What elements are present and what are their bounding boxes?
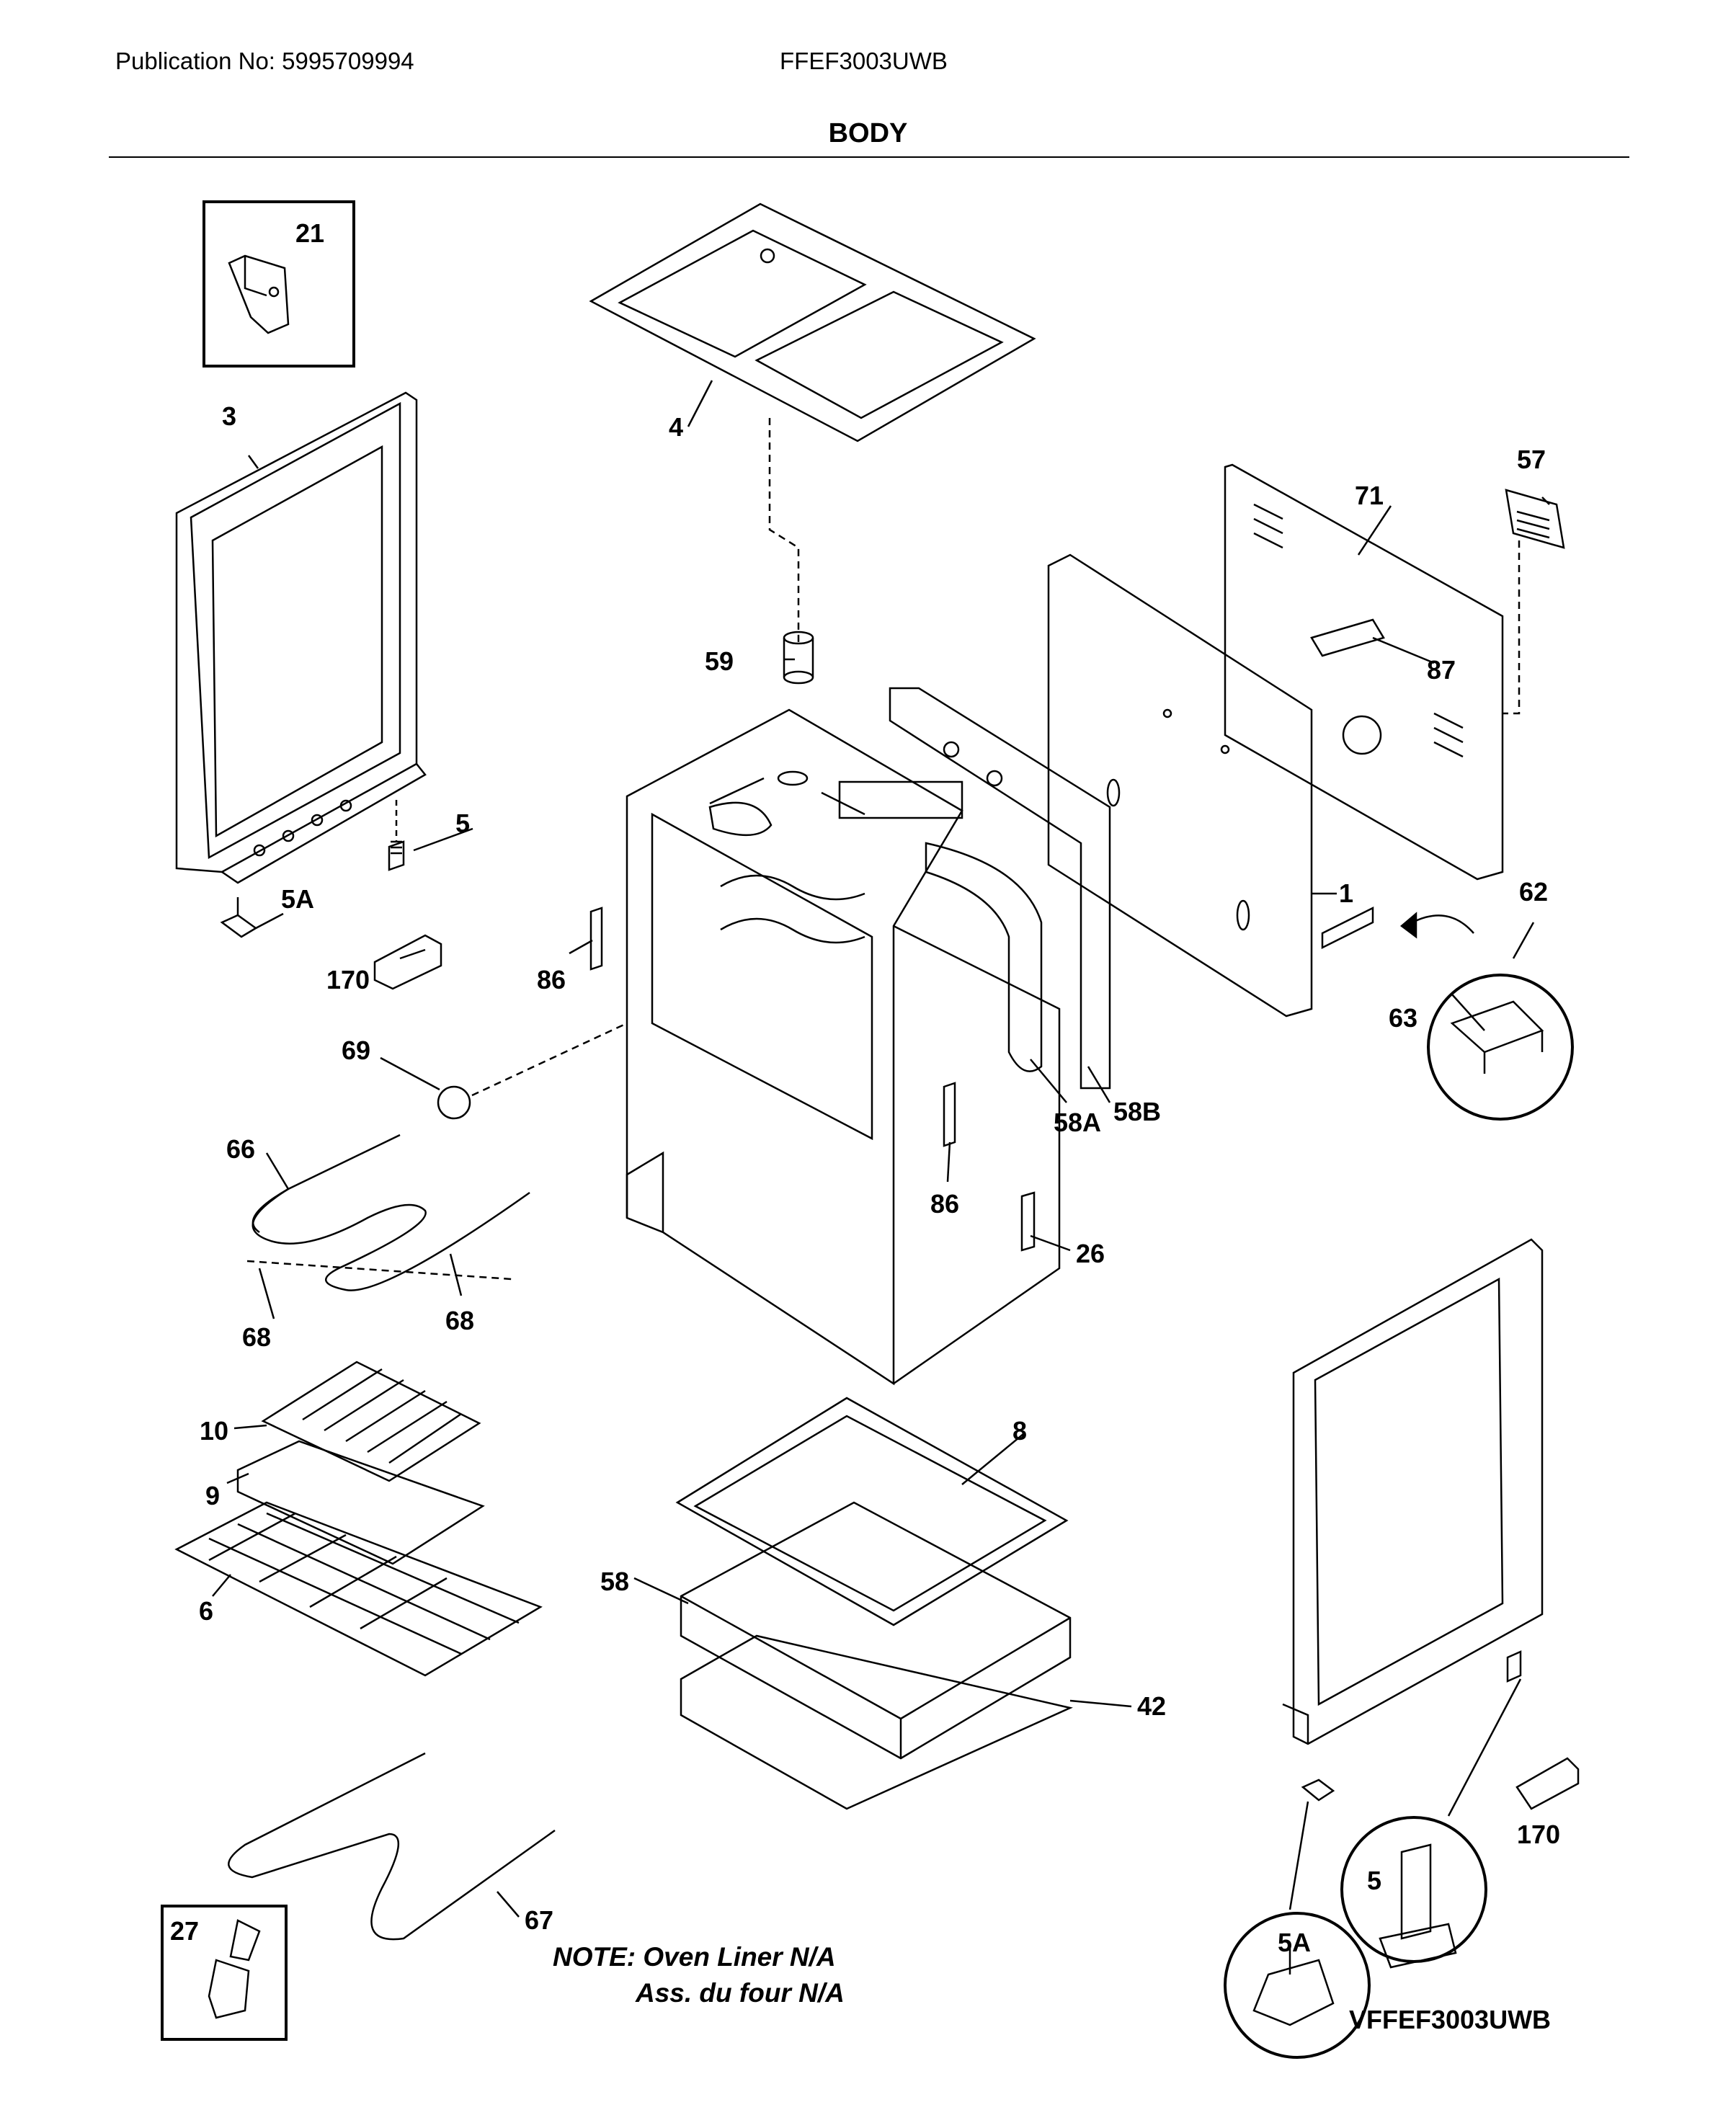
- header-divider: [109, 156, 1629, 158]
- arrow-head-62: [1399, 912, 1417, 939]
- callout-labels: 21 3 4 57 71 59 87 5 5A 170 86 1 62 63 6…: [170, 218, 1560, 1957]
- part-5-leveling-leg-right: [1506, 1650, 1522, 1683]
- callout-4: 4: [669, 412, 683, 442]
- callout-87: 87: [1427, 655, 1456, 685]
- callout-10: 10: [200, 1416, 228, 1446]
- part-86-bracket-left: [589, 907, 603, 971]
- part-6-oven-rack: [174, 1501, 543, 1677]
- part-42-bottom-tray: [680, 1634, 1073, 1810]
- callout-58b: 58B: [1113, 1097, 1161, 1126]
- callout-86-left: 86: [537, 965, 566, 994]
- part-62-terminal-block: [1321, 906, 1574, 1121]
- callout-5-bottom: 5: [1367, 1866, 1381, 1895]
- part-5-detail-leg: [1379, 1843, 1457, 1969]
- callout-3: 3: [222, 401, 236, 431]
- callout-62: 62: [1519, 877, 1548, 907]
- part-86-bracket-middle: [943, 1082, 956, 1147]
- part-5a-detail-bracket: [1252, 1946, 1335, 2026]
- part-68-left-leader: [246, 1260, 512, 1281]
- callout-9: 9: [205, 1481, 220, 1510]
- callout-26: 26: [1076, 1239, 1105, 1268]
- part-5-detail-circle: [1340, 1816, 1487, 1963]
- callout-21: 21: [295, 218, 324, 248]
- callout-68-left: 68: [242, 1322, 271, 1352]
- part-27-inset: [161, 1905, 288, 2041]
- part-5a-detail-circle: [1224, 1912, 1371, 2059]
- part-5a-leg-bracket-top: [220, 897, 258, 938]
- callout-8: 8: [1012, 1416, 1027, 1446]
- callout-63: 63: [1389, 1003, 1417, 1033]
- callout-67: 67: [525, 1905, 553, 1935]
- model-number: FFEF3003UWB: [780, 48, 948, 74]
- part-69-light-lens: [437, 1085, 471, 1120]
- part-4-top-panel: [589, 202, 1036, 442]
- leader-dashed-69: [471, 1022, 628, 1097]
- callout-5-top: 5: [455, 809, 470, 838]
- part-58b-front-insulation: [889, 687, 1111, 1090]
- part-59-sensor: [783, 631, 814, 685]
- publication-number: Publication No: 5995709994: [115, 48, 414, 74]
- callout-6: 6: [199, 1596, 213, 1626]
- leader-dashed-57: [1503, 540, 1521, 715]
- leader-dashed-4-59: [768, 418, 800, 645]
- note-line-1: NOTE: Oven Liner N/A: [553, 1942, 836, 1972]
- part-170-anti-tip-bracket-top: [373, 934, 442, 990]
- callout-5a-top: 5A: [281, 884, 314, 914]
- callout-59: 59: [705, 646, 734, 676]
- part-1-rear-panel: [1047, 553, 1313, 1018]
- side-panel-right: [1282, 1238, 1544, 1745]
- callout-57: 57: [1517, 445, 1546, 474]
- part-3-side-panel-left: [175, 391, 427, 884]
- callout-27: 27: [170, 1916, 199, 1946]
- part-5a-bracket-right: [1301, 1778, 1335, 1802]
- part-57-small-cover: [1505, 489, 1565, 549]
- leader-lines: [212, 380, 1550, 1918]
- callout-1: 1: [1339, 878, 1353, 908]
- callout-66: 66: [226, 1134, 255, 1164]
- part-58a-insulation: [708, 780, 1043, 1072]
- callout-58a: 58A: [1054, 1108, 1101, 1137]
- callout-69: 69: [342, 1036, 370, 1065]
- part-8-oven-bottom: [675, 1397, 1069, 1626]
- diagram-code: VFFEF3003UWB: [1349, 2005, 1552, 2034]
- note-line-2: Ass. du four N/A: [636, 1978, 845, 2008]
- part-71-rear-cover: [1224, 463, 1504, 881]
- callout-170-bottom: 170: [1517, 1820, 1560, 1849]
- part-87-plate: [1310, 618, 1385, 657]
- part-10-broiler-pan-insert: [261, 1361, 481, 1482]
- callout-58: 58: [600, 1567, 629, 1596]
- section-title: BODY: [828, 118, 908, 148]
- callout-86-middle: 86: [930, 1189, 959, 1219]
- callout-68-right: 68: [445, 1306, 474, 1335]
- callout-170-top: 170: [326, 965, 370, 994]
- callout-42: 42: [1137, 1691, 1166, 1721]
- part-21-inset: [202, 200, 355, 368]
- part-66-broil-element: [252, 1134, 530, 1291]
- part-67-bake-element: [228, 1752, 556, 1941]
- part-170-anti-tip-bracket-bottom: [1515, 1757, 1580, 1810]
- oven-body-cavity: [626, 708, 1061, 1386]
- callout-5a-bottom: 5A: [1278, 1928, 1311, 1957]
- arrow-62: [1412, 914, 1474, 934]
- part-9-broiler-pan: [236, 1440, 485, 1565]
- part-26-bracket: [1020, 1191, 1036, 1252]
- callout-71: 71: [1355, 481, 1384, 510]
- part-5-leveling-leg-top: [388, 840, 405, 871]
